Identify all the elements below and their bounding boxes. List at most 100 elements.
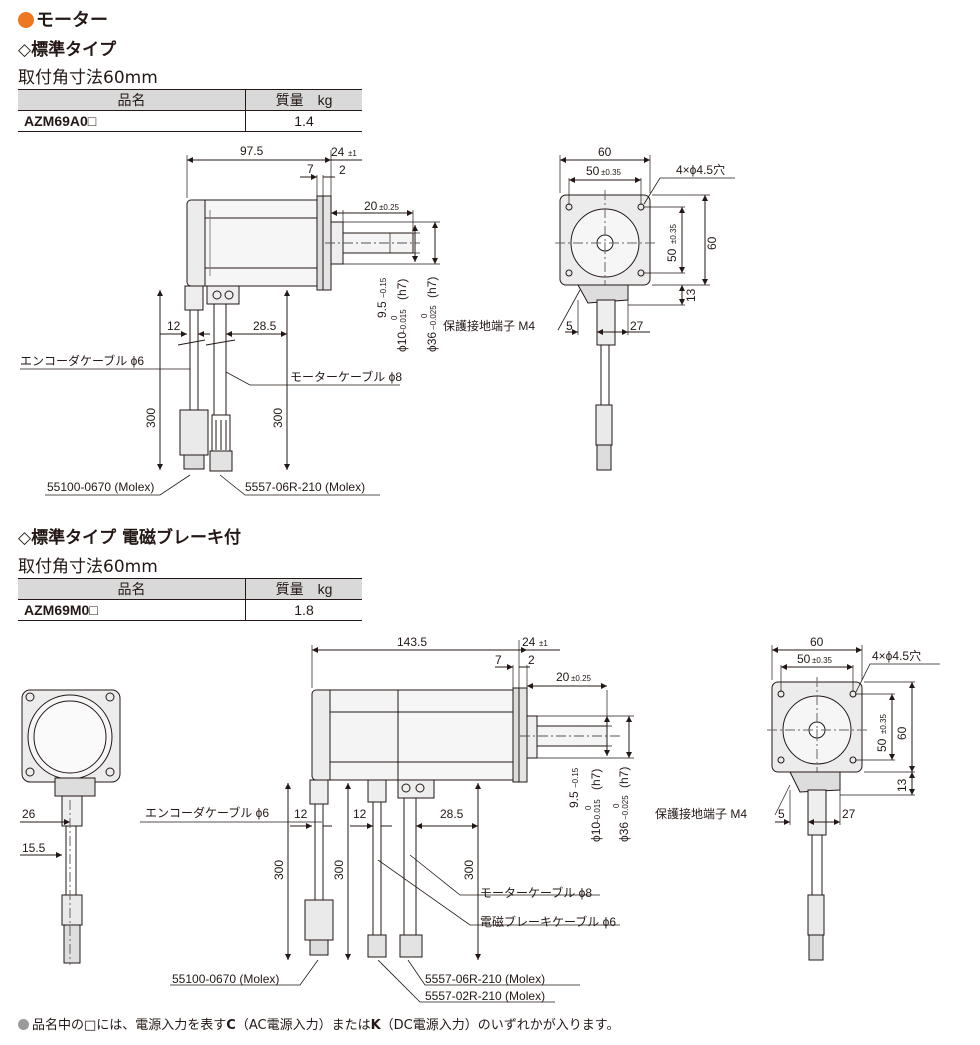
dim-28-5: 28.5	[440, 807, 464, 821]
dim-300-brake: 300	[332, 860, 346, 880]
shaft-key-9-5: 9.5	[375, 301, 389, 318]
pilot-dia-tol: −0.025	[621, 795, 630, 820]
brake-type-title: ◇標準タイプ 電磁ブレーキ付	[18, 528, 241, 548]
footnote: 品名中の□には、電源入力を表すC（AC電源入力）またはK（DC電源入力）のいずれ…	[18, 1014, 619, 1033]
dim-5: 5	[566, 319, 573, 333]
brake-front-view	[767, 645, 940, 961]
dim-27: 27	[630, 319, 644, 333]
dim-300-motor: 300	[462, 860, 476, 880]
section-title: モーター	[18, 6, 108, 32]
std-front-view	[555, 155, 735, 471]
dim-24: 24	[522, 635, 536, 649]
ground-terminal-label: 保護接地端子 M4	[655, 806, 747, 821]
connector-5557-06r-label: 5557-06R-210 (Molex)	[245, 480, 365, 494]
shaft-dia-zero: 0	[390, 315, 399, 320]
brake-rear-view	[20, 689, 121, 965]
shaft-dia-10: ϕ10	[589, 822, 603, 842]
mass-value: 1.8	[245, 599, 362, 621]
shaft-dia-tol: −0.015	[593, 799, 602, 824]
shaft-h7: (h7)	[395, 279, 409, 300]
shaft-dia-tol: −0.015	[399, 309, 408, 334]
tol-pm025: ±0.25	[379, 203, 400, 212]
dim-12-brake: 12	[353, 807, 367, 821]
flange-50-vertical: 50	[875, 738, 889, 752]
standard-type-title: ◇標準タイプ	[18, 40, 117, 60]
motor-cable-label: モーターケーブル ϕ8	[290, 369, 402, 384]
standard-spec-table: 品名質量 kg AZM69A0□1.4	[18, 89, 362, 132]
pilot-dia-zero: 0	[420, 313, 429, 318]
dim-7: 7	[307, 162, 314, 176]
pilot-h7: (h7)	[617, 767, 631, 788]
mass-value: 1.4	[245, 110, 362, 132]
dim-7: 7	[495, 653, 502, 667]
flange-60: 60	[598, 145, 612, 159]
dim-20: 20	[364, 199, 378, 213]
encoder-cable-label: エンコーダケーブル ϕ6	[145, 805, 269, 820]
mounting-holes-label: 4×ϕ4.5穴	[676, 162, 725, 177]
dim-300-encoder: 300	[272, 860, 286, 880]
standard-flange-size: 取付角寸法60mm	[18, 68, 158, 88]
dim-12-encoder: 12	[294, 807, 308, 821]
gray-bullet-icon	[18, 1019, 29, 1030]
tol-pm1: ±1	[539, 639, 548, 648]
flange-50: 50	[586, 164, 600, 178]
flange-60-vertical: 60	[895, 726, 909, 740]
brake-flange-size: 取付角寸法60mm	[18, 557, 158, 577]
pilot-dia-tol: −0.025	[429, 305, 438, 330]
flange-50-vertical: 50	[665, 248, 679, 262]
mounting-holes-label: 4×ϕ4.5穴	[872, 648, 921, 663]
brake-side-view	[140, 640, 634, 1003]
orange-bullet-icon	[18, 12, 34, 28]
std-side-view	[20, 150, 440, 496]
dim-5: 5	[778, 807, 785, 821]
flange-50: 50	[797, 652, 811, 666]
col-product-name: 品名	[18, 578, 246, 600]
encoder-cable-label: エンコーダケーブル ϕ6	[20, 353, 144, 368]
flange-50-vertical-tol: ±0.35	[669, 223, 678, 244]
dim-12: 12	[167, 319, 181, 333]
dim-300-right: 300	[271, 408, 285, 428]
dim-2: 2	[339, 163, 346, 177]
pilot-h7: (h7)	[425, 277, 439, 298]
flange-50-tol: ±0.35	[601, 168, 622, 177]
dim-27: 27	[842, 807, 856, 821]
model-name: AZM69M0□	[18, 599, 246, 621]
dim-300-left: 300	[144, 408, 158, 428]
col-mass: 質量 kg	[245, 578, 362, 600]
shaft-dia-zero: 0	[584, 805, 593, 810]
flange-50-tol: ±0.35	[812, 656, 833, 665]
col-product-name: 品名	[18, 89, 246, 111]
brake-cable-label: 電磁ブレーキケーブル ϕ6	[480, 914, 616, 929]
dim-26: 26	[22, 807, 36, 821]
pilot-dia-36: ϕ36	[617, 822, 631, 842]
flange-60: 60	[810, 635, 824, 649]
pilot-dia-36: ϕ36	[425, 332, 439, 352]
dim-24: 24	[331, 145, 345, 159]
tol-pm025: ±0.25	[571, 674, 592, 683]
model-name: AZM69A0□	[18, 110, 246, 132]
col-mass: 質量 kg	[245, 89, 362, 111]
tol-pm1: ±1	[348, 149, 357, 158]
shaft-dia-10: ϕ10	[395, 332, 409, 352]
dim-2: 2	[528, 653, 535, 667]
shaft-h7: (h7)	[589, 769, 603, 790]
flange-60-vertical: 60	[705, 236, 719, 250]
flange-50-vertical-tol: ±0.35	[879, 713, 888, 734]
connector-5557-06r-label: 5557-06R-210 (Molex)	[425, 972, 545, 986]
shaft-key-9-5: 9.5	[567, 791, 581, 808]
connector-55100-label: 55100-0670 (Molex)	[172, 972, 279, 986]
ground-terminal-label: 保護接地端子 M4	[443, 318, 535, 333]
dim-28-5: 28.5	[253, 319, 277, 333]
dim-143-5: 143.5	[397, 635, 427, 649]
brake-spec-table: 品名質量 kg AZM69M0□1.8	[18, 578, 362, 621]
dim-13: 13	[684, 288, 698, 302]
connector-5557-02r-label: 5557-02R-210 (Molex)	[425, 989, 545, 1003]
dim-97-5: 97.5	[240, 144, 264, 158]
shaft-key-tol: −0.15	[571, 767, 580, 788]
motor-cable-label: モーターケーブル ϕ8	[480, 885, 592, 900]
dim-13: 13	[895, 778, 909, 792]
connector-55100-label: 55100-0670 (Molex)	[47, 480, 154, 494]
dim-15-5: 15.5	[22, 841, 46, 855]
dim-20: 20	[556, 670, 570, 684]
shaft-key-tol: −0.15	[379, 277, 388, 298]
